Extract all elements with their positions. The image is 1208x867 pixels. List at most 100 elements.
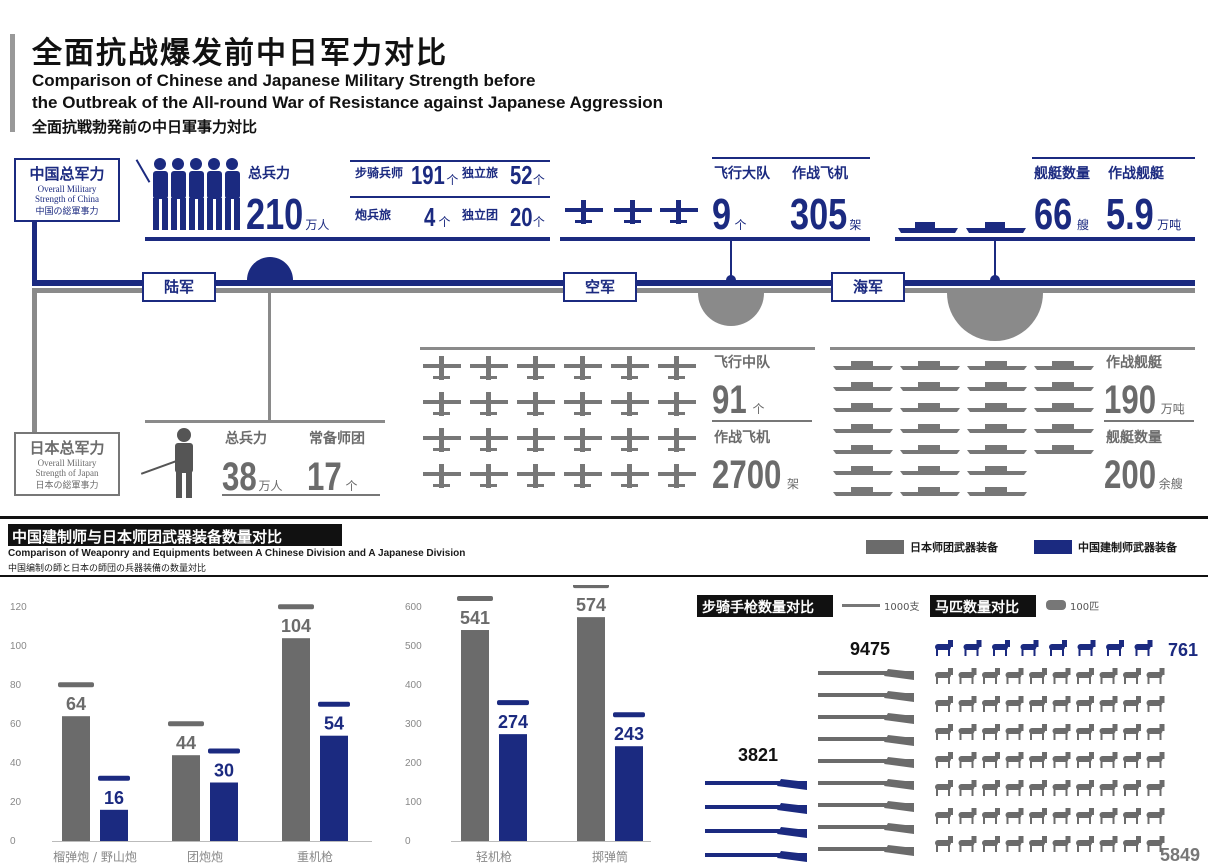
rifle-icon	[818, 691, 914, 702]
horse-icon	[1146, 668, 1165, 684]
horse-icon	[1005, 696, 1024, 712]
jp-air-divider	[712, 420, 812, 422]
horse-icon	[1099, 808, 1118, 824]
cn-navy-ton-label: 作战舰艇	[1108, 166, 1164, 182]
horse-icon	[1076, 780, 1094, 796]
cn-army-divider-mid	[350, 196, 550, 198]
horse-icon	[1076, 668, 1094, 684]
jp-plane-icon	[517, 392, 555, 416]
jp-ship-icon	[900, 424, 960, 433]
japan-total-box: 日本总军力 Overall Military Strength of Japan…	[14, 432, 120, 496]
jp-navy-ship-value: 200	[1104, 453, 1157, 497]
y-tick-label: 0	[10, 836, 16, 847]
page-title-en-line2: the Outbreak of the All-round War of Res…	[32, 93, 664, 112]
branch-army: 陆军	[142, 272, 216, 302]
bar-japan	[461, 630, 489, 841]
horse-icon	[1099, 836, 1118, 852]
horse-icon	[1076, 696, 1094, 712]
jp-army-div-label: 常备师团	[309, 431, 365, 447]
section2-title: 中国建制师与日本师团武器装备数量对比	[12, 528, 283, 546]
horse-icon	[1076, 752, 1094, 768]
horse-icon	[1005, 808, 1024, 824]
horse-cn-value: 761	[1168, 640, 1199, 660]
jp-plane-icon	[517, 356, 555, 380]
horse-key-label: 100匹	[1070, 602, 1100, 613]
china-total-en2: Strength of China	[35, 194, 99, 204]
horse-icon	[1052, 696, 1071, 712]
y-tick-label: 500	[405, 641, 422, 652]
cn-indbrig-value: 52	[510, 160, 533, 190]
bar-china	[210, 782, 238, 841]
horse-icon	[1005, 836, 1024, 852]
y-tick-label: 200	[405, 758, 422, 769]
jp-plane-icon	[517, 428, 555, 452]
rifle-pictogram	[705, 669, 914, 862]
bar-label-china: 54	[324, 714, 344, 734]
cn-air-divider	[712, 157, 870, 159]
horse-icon	[1146, 752, 1165, 768]
horse-icon	[982, 724, 1000, 740]
japan-total-zh: 日本总军力	[29, 439, 105, 457]
horse-icon	[1005, 780, 1024, 796]
legend-cn-label: 中国建制师武器装备	[1078, 541, 1177, 554]
horse-icon	[1123, 780, 1141, 796]
bar-japan	[172, 755, 200, 841]
bar-label-japan: 541	[460, 608, 490, 628]
horse-icon	[1099, 724, 1118, 740]
horse-icon	[1146, 724, 1165, 740]
jp-ship-icon	[967, 382, 1027, 391]
cn-indreg: 20个	[510, 202, 545, 233]
x-category-label: 重机枪	[297, 849, 333, 864]
jp-army-div-value: 17	[307, 455, 342, 499]
china-total-box: 中国总军力 Overall Military Strength of China…	[14, 158, 120, 222]
horse-icon	[958, 808, 977, 824]
horse-icon	[1020, 640, 1039, 656]
rifle-icon	[818, 845, 914, 856]
horse-icon	[1077, 640, 1096, 656]
horse-icon	[1123, 752, 1141, 768]
weapon-icon	[278, 604, 314, 610]
bar-label-japan: 44	[176, 733, 196, 753]
jp-ship-icon	[967, 487, 1027, 496]
cn-navy-ship-unit: 艘	[1076, 218, 1089, 232]
y-tick-label: 300	[405, 719, 422, 730]
horse-icon	[935, 752, 953, 768]
cn-army-total-value: 210	[246, 190, 304, 239]
horse-icon	[1029, 668, 1047, 684]
cn-air-group-unit: 个	[734, 218, 747, 232]
horse-icon	[1146, 780, 1165, 796]
bar-label-china: 243	[614, 724, 644, 744]
bar-label-china: 16	[104, 788, 124, 808]
jp-plane-icon	[658, 428, 696, 452]
jp-navy-divider	[1104, 420, 1194, 422]
japan-total-en1: Overall Military	[37, 458, 97, 468]
rifle-icon	[818, 735, 914, 746]
section2-title-en: Comparison of Weaponry and Equipments be…	[8, 548, 466, 559]
jp-ship-icon	[900, 487, 960, 496]
jp-air-plane-unit: 架	[786, 477, 799, 491]
rifle-icon	[818, 779, 914, 790]
jp-navy-ship-label: 舰艇数量	[1106, 430, 1162, 446]
horse-icon	[958, 780, 977, 796]
jp-navy-ship-unit: 余艘	[1158, 477, 1183, 491]
jp-navy-ton-value: 190	[1104, 378, 1157, 422]
horse-icon	[982, 808, 1000, 824]
horse-icon	[1146, 836, 1165, 852]
bar-japan	[62, 716, 90, 841]
jp-army-div-unit: 个	[345, 479, 358, 493]
horse-icon	[1123, 668, 1141, 684]
cn-air-group-label: 飞行大队	[714, 166, 770, 182]
cn-indbrig-label: 独立旅	[462, 166, 499, 180]
horse-icon	[935, 640, 953, 656]
horse-icon	[958, 752, 977, 768]
rifle-icon	[818, 757, 914, 768]
cn-army-divider	[350, 160, 550, 162]
horse-icon	[1099, 668, 1118, 684]
horse-icon	[1029, 808, 1047, 824]
horse-icon	[1106, 640, 1124, 656]
